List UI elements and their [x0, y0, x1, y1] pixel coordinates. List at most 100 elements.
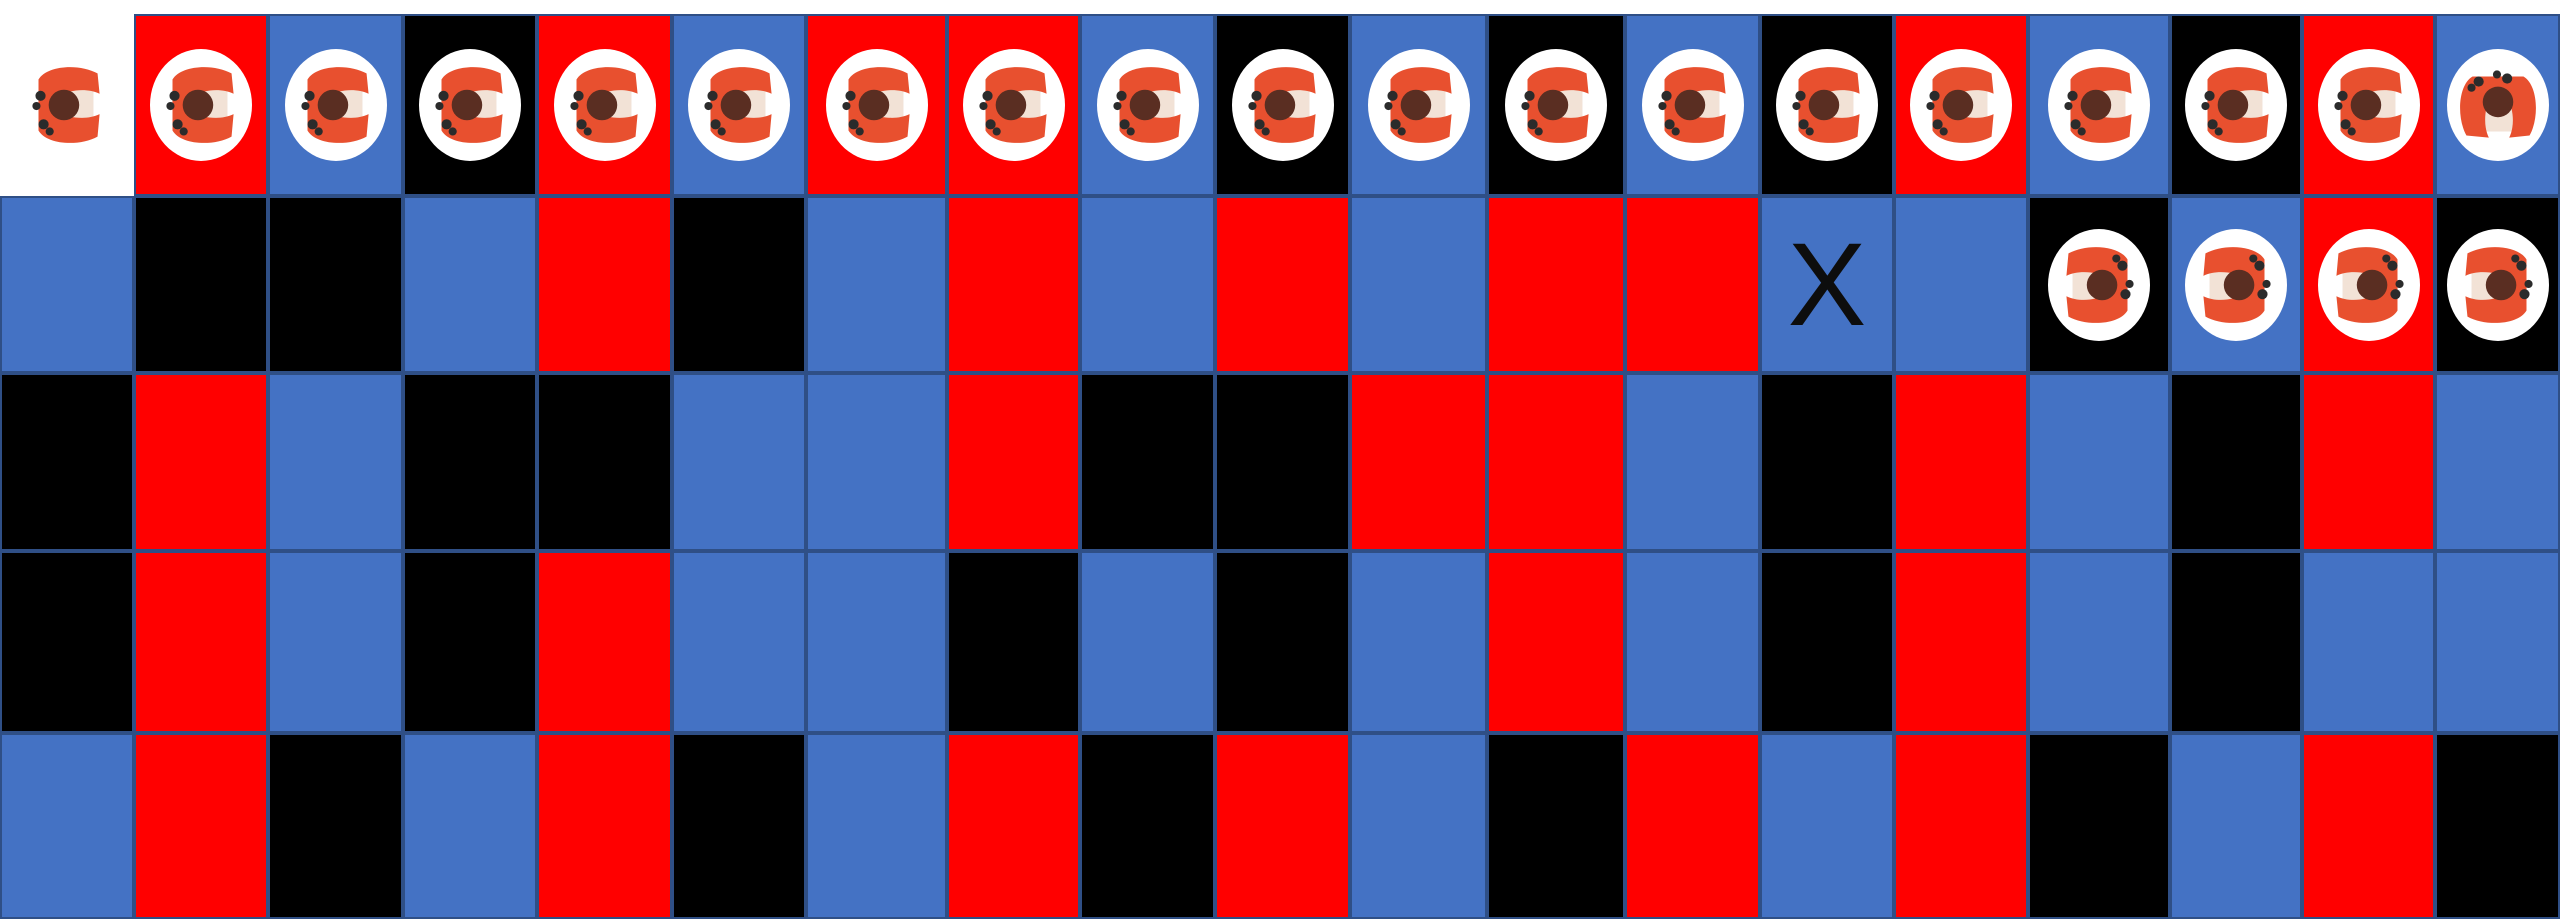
board-cell-black[interactable] [1080, 373, 1215, 551]
board-cell-blue[interactable] [268, 373, 403, 551]
board-cell-blue[interactable] [1080, 196, 1215, 373]
board-cell-red[interactable] [2302, 14, 2435, 196]
board-cell-black[interactable] [2435, 196, 2560, 373]
person-topdown-icon[interactable] [2048, 229, 2150, 341]
board-cell-black[interactable] [1487, 14, 1625, 196]
board-cell-blue[interactable] [2028, 551, 2170, 733]
person-topdown-icon[interactable] [1368, 49, 1470, 161]
board-cell-red[interactable] [806, 14, 947, 196]
person-topdown-icon[interactable] [554, 49, 656, 161]
board-cell-blue[interactable] [672, 551, 806, 733]
person-topdown-icon[interactable] [2185, 229, 2287, 341]
board-cell-red[interactable] [134, 373, 268, 551]
board-cell-red[interactable] [947, 373, 1080, 551]
person-topdown-icon[interactable] [1776, 49, 1878, 161]
person-topdown-icon[interactable] [963, 49, 1065, 161]
board-cell-black[interactable] [0, 373, 134, 551]
person-topdown-icon[interactable] [2447, 229, 2549, 341]
board-cell-blue[interactable] [1080, 14, 1215, 196]
board-cell-red[interactable] [1487, 196, 1625, 373]
board-cell-black[interactable] [947, 551, 1080, 733]
person-topdown-icon[interactable] [1642, 49, 1744, 161]
board-cell-black[interactable] [1760, 373, 1894, 551]
board-cell-red[interactable] [134, 733, 268, 919]
board-cell-red[interactable] [1894, 14, 2028, 196]
board-cell-red[interactable] [1350, 373, 1487, 551]
board-cell-black[interactable] [268, 196, 403, 373]
board-cell-black[interactable] [1760, 14, 1894, 196]
board-cell-blue[interactable]: X [1760, 196, 1894, 373]
board-cell-red[interactable] [1894, 373, 2028, 551]
board-cell-blue[interactable] [672, 373, 806, 551]
board-cell-blue[interactable] [1760, 733, 1894, 919]
board-cell-white[interactable] [0, 14, 134, 196]
board-cell-blue[interactable] [2028, 14, 2170, 196]
board-cell-blue[interactable] [2435, 551, 2560, 733]
board-cell-black[interactable] [1760, 551, 1894, 733]
board-cell-blue[interactable] [1350, 551, 1487, 733]
person-topdown-icon[interactable] [1097, 49, 1199, 161]
board-cell-blue[interactable] [2028, 373, 2170, 551]
board-cell-red[interactable] [947, 196, 1080, 373]
board-cell-blue[interactable] [1625, 14, 1760, 196]
board-cell-black[interactable] [2028, 196, 2170, 373]
board-cell-red[interactable] [537, 14, 672, 196]
board-cell-red[interactable] [2302, 373, 2435, 551]
board-cell-blue[interactable] [0, 733, 134, 919]
person-topdown-icon[interactable] [1505, 49, 1607, 161]
board-cell-blue[interactable] [1625, 551, 1760, 733]
person-topdown-icon[interactable] [688, 49, 790, 161]
board-cell-blue[interactable] [1080, 551, 1215, 733]
board-cell-black[interactable] [672, 196, 806, 373]
board-cell-red[interactable] [1894, 551, 2028, 733]
board-cell-red[interactable] [134, 551, 268, 733]
board-cell-red[interactable] [1625, 196, 1760, 373]
board-cell-black[interactable] [537, 373, 672, 551]
board-cell-blue[interactable] [1350, 196, 1487, 373]
board-cell-blue[interactable] [806, 551, 947, 733]
board-cell-blue[interactable] [2170, 196, 2302, 373]
board-cell-black[interactable] [2170, 14, 2302, 196]
board-cell-black[interactable] [1215, 551, 1350, 733]
board-cell-black[interactable] [1080, 733, 1215, 919]
board-cell-blue[interactable] [672, 14, 806, 196]
person-topdown-icon[interactable] [2048, 49, 2150, 161]
board-cell-blue[interactable] [403, 196, 537, 373]
board-cell-red[interactable] [947, 733, 1080, 919]
board-cell-blue[interactable] [403, 733, 537, 919]
person-topdown-icon[interactable] [1910, 49, 2012, 161]
board-cell-black[interactable] [2170, 373, 2302, 551]
board-cell-blue[interactable] [806, 373, 947, 551]
person-topdown-icon[interactable] [16, 49, 118, 161]
board-cell-blue[interactable] [1350, 733, 1487, 919]
person-topdown-icon[interactable] [826, 49, 928, 161]
board-cell-black[interactable] [403, 551, 537, 733]
board-cell-black[interactable] [403, 373, 537, 551]
board-cell-blue[interactable] [1625, 373, 1760, 551]
board-cell-blue[interactable] [1350, 14, 1487, 196]
person-topdown-icon[interactable] [2318, 49, 2420, 161]
board-cell-black[interactable] [672, 733, 806, 919]
board-cell-blue[interactable] [268, 551, 403, 733]
board-cell-red[interactable] [1625, 733, 1760, 919]
board-cell-black[interactable] [1215, 373, 1350, 551]
person-topdown-icon[interactable] [2447, 49, 2549, 161]
board-cell-blue[interactable] [2170, 733, 2302, 919]
board-cell-black[interactable] [2028, 733, 2170, 919]
board-cell-red[interactable] [1487, 373, 1625, 551]
board-cell-red[interactable] [1215, 733, 1350, 919]
person-topdown-icon[interactable] [150, 49, 252, 161]
board-cell-blue[interactable] [2302, 551, 2435, 733]
board-cell-red[interactable] [2302, 733, 2435, 919]
board-cell-black[interactable] [1215, 14, 1350, 196]
person-topdown-icon[interactable] [2185, 49, 2287, 161]
board-cell-red[interactable] [134, 14, 268, 196]
board-cell-red[interactable] [2302, 196, 2435, 373]
board-cell-black[interactable] [1487, 733, 1625, 919]
board-cell-red[interactable] [1215, 196, 1350, 373]
board-cell-red[interactable] [947, 14, 1080, 196]
board-cell-black[interactable] [268, 733, 403, 919]
person-topdown-icon[interactable] [1232, 49, 1334, 161]
board-cell-black[interactable] [2170, 551, 2302, 733]
board-cell-black[interactable] [0, 551, 134, 733]
